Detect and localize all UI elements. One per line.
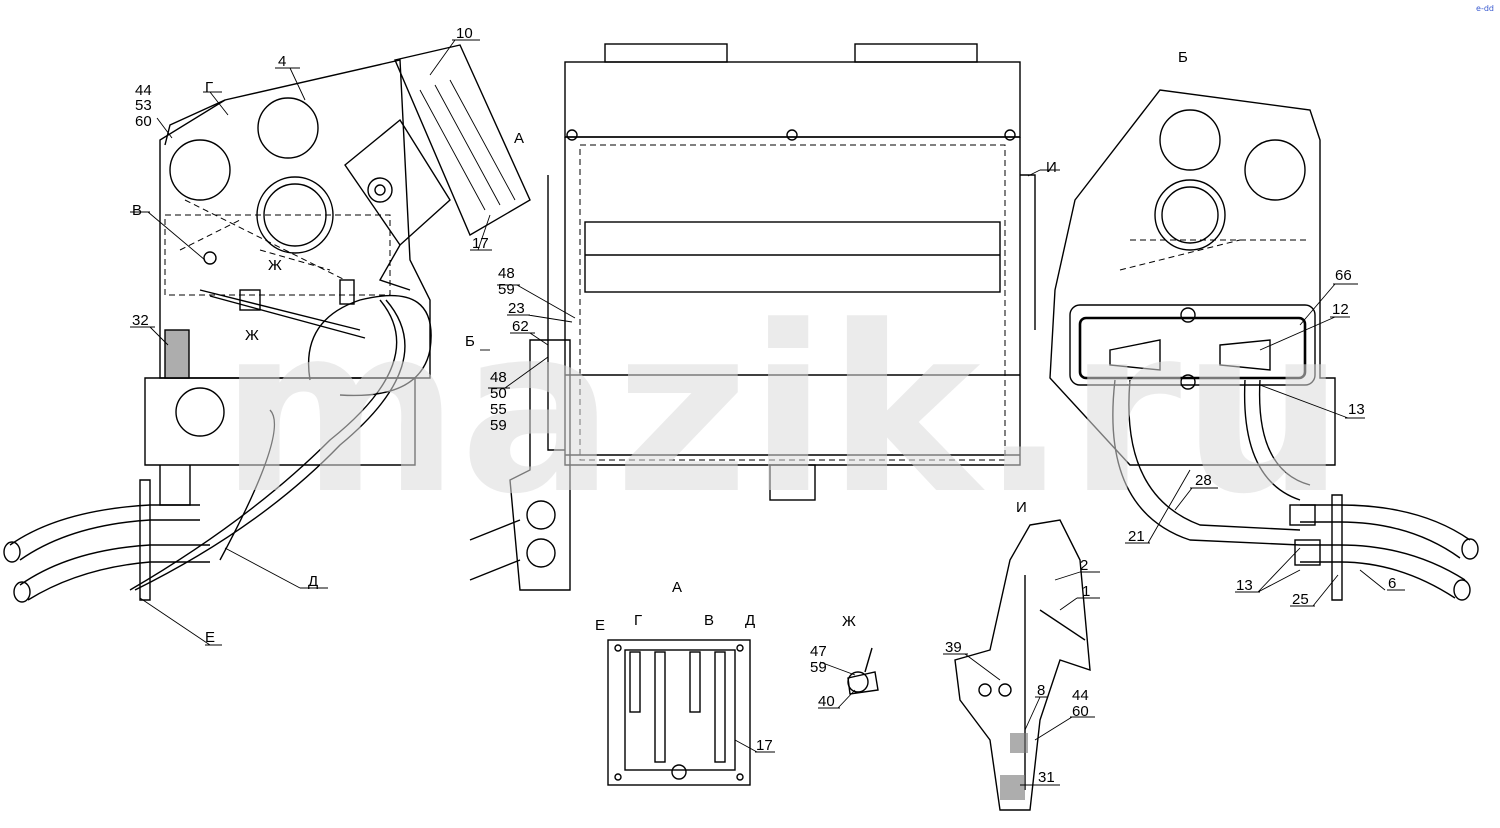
callout-40: 40 xyxy=(818,693,835,710)
view-d-detail-label: Д xyxy=(745,612,755,629)
view-a-detail xyxy=(607,639,751,786)
callout-39: 39 xyxy=(945,639,962,656)
callout-60-left: 60 xyxy=(135,113,152,130)
view-v-detail-label: В xyxy=(704,612,714,629)
callout-17-detail: 17 xyxy=(756,737,773,754)
right-heater-view xyxy=(1049,89,1479,601)
callout-numbers: 10 4 44 53 60 32 17 48 59 23 62 48 50 55… xyxy=(132,25,1396,786)
view-i-bracket xyxy=(954,519,1091,811)
callout-6: 6 xyxy=(1388,575,1396,592)
callout-28: 28 xyxy=(1195,472,1212,489)
callout-17-top: 17 xyxy=(472,235,489,252)
view-g-label: Г xyxy=(205,79,213,96)
callout-32: 32 xyxy=(132,312,149,329)
callout-8: 8 xyxy=(1037,682,1045,699)
watermark: mazik.ru xyxy=(220,278,1345,545)
callout-4: 4 xyxy=(278,53,286,70)
view-zh-label-top: Ж xyxy=(268,257,282,274)
view-e-detail-label: Е xyxy=(595,617,605,634)
callout-48-top: 48 xyxy=(498,265,515,282)
view-a-label: А xyxy=(514,130,524,147)
valve-control-block xyxy=(344,44,531,291)
callout-12: 12 xyxy=(1332,301,1349,318)
callout-50: 50 xyxy=(490,385,507,402)
corner-mark: e-dd xyxy=(1476,4,1494,13)
callout-59-top: 59 xyxy=(498,281,515,298)
left-heater-view xyxy=(3,59,432,603)
center-radiator-view xyxy=(469,43,1036,591)
callout-44-right: 44 xyxy=(1072,687,1089,704)
callout-44-left: 44 xyxy=(135,82,152,99)
callout-59-detail: 59 xyxy=(810,659,827,676)
callout-48-mid: 48 xyxy=(490,369,507,386)
callout-59-mid: 59 xyxy=(490,417,507,434)
callout-47: 47 xyxy=(810,643,827,660)
callout-13-lower: 13 xyxy=(1236,577,1253,594)
callout-23: 23 xyxy=(508,300,525,317)
callout-53: 53 xyxy=(135,97,152,114)
view-v-label: В xyxy=(132,202,142,219)
view-zh-label-bottom: Ж xyxy=(245,327,259,344)
callout-10: 10 xyxy=(456,25,473,42)
callout-2: 2 xyxy=(1080,557,1088,574)
view-a-title: А xyxy=(672,579,682,596)
view-zh-title: Ж xyxy=(842,613,856,630)
callout-1: 1 xyxy=(1082,583,1090,600)
callout-60-right: 60 xyxy=(1072,703,1089,720)
view-e-label: Е xyxy=(205,629,215,646)
view-b-title: Б xyxy=(1178,49,1188,66)
view-g-detail-label: Г xyxy=(634,612,642,629)
view-i-arrow-label: И xyxy=(1046,159,1057,176)
callout-13-upper: 13 xyxy=(1348,401,1365,418)
view-d-label: Д xyxy=(308,573,318,590)
callout-25: 25 xyxy=(1292,591,1309,608)
callout-21: 21 xyxy=(1128,528,1145,545)
leader-lines xyxy=(130,39,1405,786)
view-zh-detail xyxy=(847,647,879,695)
view-i-title: И xyxy=(1016,499,1027,516)
callout-62: 62 xyxy=(512,318,529,335)
view-labels: А А Б Б В В Г Г Д Д Е Е Ж Ж Ж И И xyxy=(132,49,1188,646)
callout-55: 55 xyxy=(490,401,507,418)
callout-66: 66 xyxy=(1335,267,1352,284)
callout-31: 31 xyxy=(1038,769,1055,786)
view-b-arrow-label: Б xyxy=(465,333,475,350)
